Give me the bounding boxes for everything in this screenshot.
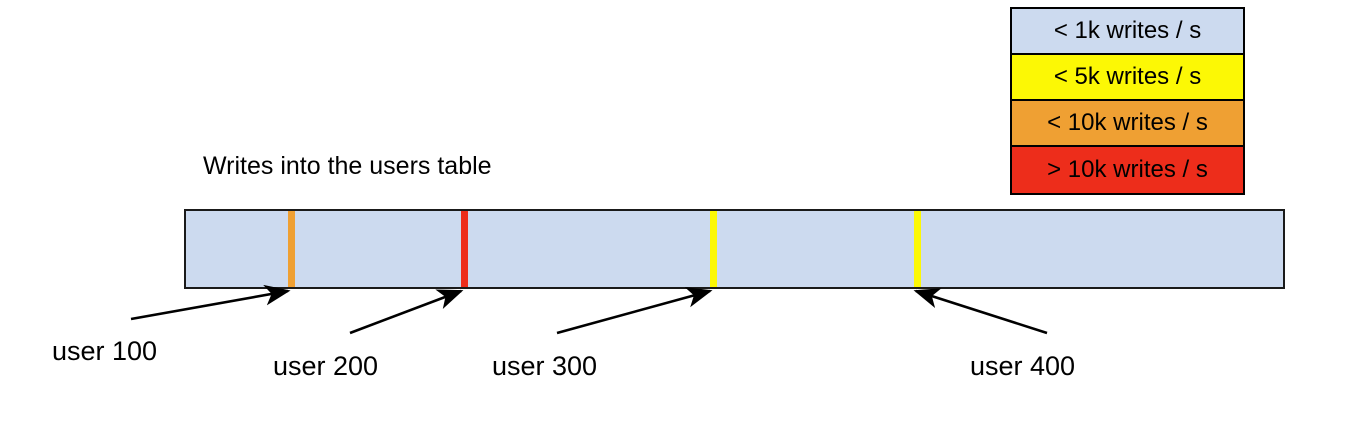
users-table-bar bbox=[184, 209, 1285, 289]
legend-item-lt-10k: < 10k writes / s bbox=[1012, 101, 1243, 147]
legend-label-lt-1k: < 1k writes / s bbox=[1053, 17, 1202, 44]
arrow-user-300 bbox=[556, 287, 713, 335]
legend-item-lt-1k: < 1k writes / s bbox=[1012, 9, 1243, 55]
label-user-400: user 400 bbox=[970, 351, 1076, 381]
legend-label-lt-10k: < 10k writes / s bbox=[1047, 109, 1208, 136]
legend: < 1k writes / s < 5k writes / s < 10k wr… bbox=[1010, 7, 1245, 195]
label-user-100: user 100 bbox=[52, 336, 158, 366]
label-user-200: user 200 bbox=[273, 351, 379, 381]
stripe-user-200 bbox=[461, 211, 468, 287]
arrow-user-200 bbox=[349, 289, 464, 335]
label-user-300: user 300 bbox=[492, 351, 598, 381]
stripe-user-300 bbox=[710, 211, 717, 287]
arrow-user-400 bbox=[913, 288, 1048, 335]
diagram-caption: Writes into the users table bbox=[203, 152, 492, 180]
stripe-user-100 bbox=[288, 211, 295, 287]
stripe-user-400 bbox=[914, 211, 921, 287]
legend-item-lt-5k: < 5k writes / s bbox=[1012, 55, 1243, 101]
legend-item-gt-10k: > 10k writes / s bbox=[1012, 147, 1243, 193]
legend-label-lt-5k: < 5k writes / s bbox=[1053, 63, 1202, 90]
legend-label-gt-10k: > 10k writes / s bbox=[1047, 156, 1208, 183]
arrow-user-100 bbox=[130, 284, 291, 321]
